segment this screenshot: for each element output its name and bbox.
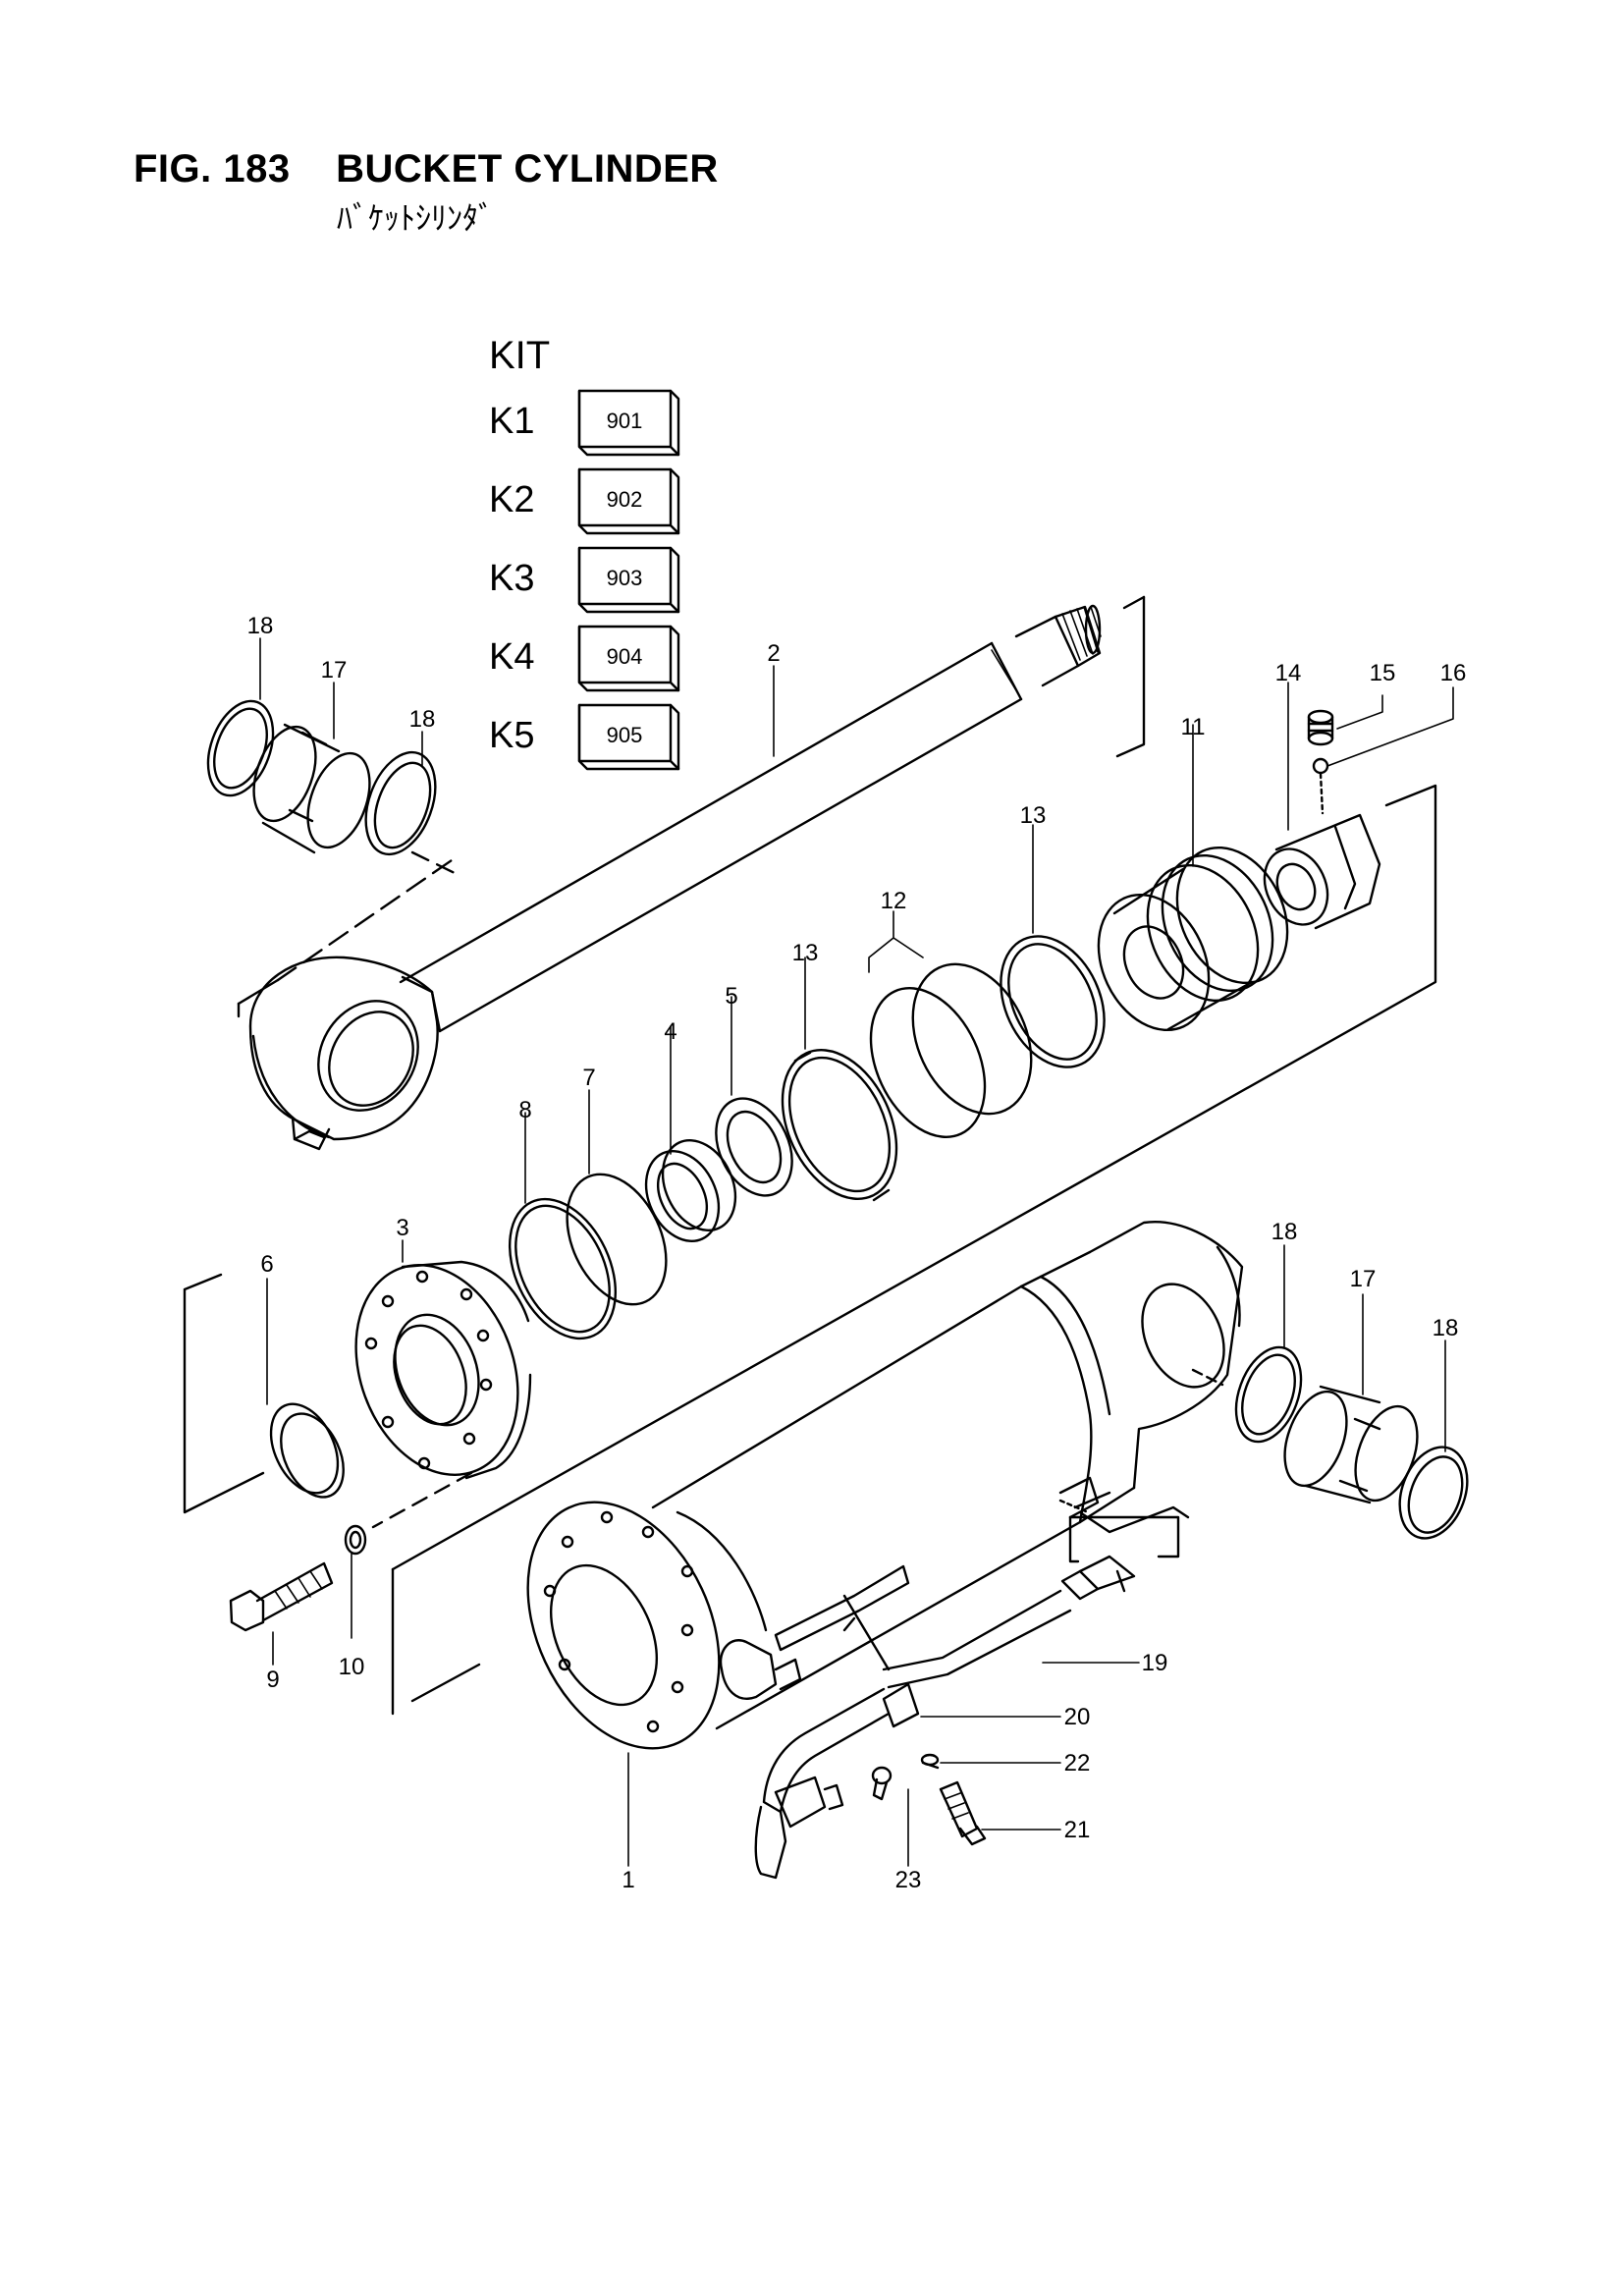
kit-row-k4: K4 904 [489, 625, 680, 692]
part-21-bolt [939, 1780, 987, 1846]
kit-code: 904 [607, 644, 643, 669]
kit-code: 901 [607, 409, 643, 433]
part-22-washer [920, 1753, 940, 1770]
callout-14: 14 [1275, 660, 1302, 686]
figure-subtitle: ﾊﾞｹｯﾄｼﾘﾝﾀﾞ [337, 199, 495, 237]
callout-17: 17 [1350, 1266, 1377, 1292]
callout-4: 4 [664, 1018, 676, 1045]
kit-label: K1 [489, 401, 534, 442]
callout-8: 8 [518, 1097, 531, 1123]
part-13-ring-right [1000, 935, 1106, 1068]
callout-17: 17 [321, 657, 348, 683]
part-3-rod-cover [354, 1260, 532, 1529]
callout-18: 18 [409, 706, 436, 733]
kit-label: K4 [489, 636, 534, 678]
kit-label: K3 [489, 558, 534, 599]
callout-13: 13 [1020, 802, 1047, 829]
part-1-hose [754, 1564, 910, 1880]
part-14-nut [1263, 813, 1381, 930]
kit-legend: KIT K1 901 K2 902 K3 903 K4 904 K5 905 [489, 334, 680, 771]
part-2-piston-rod [237, 595, 1146, 1151]
callout-22: 22 [1064, 1750, 1091, 1777]
part-5-seal [715, 1097, 793, 1197]
callout-6: 6 [260, 1251, 273, 1278]
callout-numbers: 18 17 18 2 11 14 15 16 13 12 13 5 4 7 8 … [247, 613, 1467, 1893]
callout-7: 7 [582, 1065, 595, 1091]
kit-label: K2 [489, 479, 534, 520]
kit-code: 902 [607, 487, 643, 512]
kit-row-k2: K2 902 [489, 467, 680, 535]
bracket-right [391, 784, 1437, 1571]
callout-leaders [259, 637, 1454, 1867]
callout-1: 1 [622, 1867, 634, 1893]
callout-23: 23 [895, 1867, 922, 1893]
kit-row-k1: K1 901 [489, 389, 680, 457]
callout-13: 13 [792, 940, 819, 966]
part-4-bushing [644, 1138, 737, 1243]
callout-19: 19 [1142, 1650, 1168, 1676]
part-6-dust-seal [183, 1273, 345, 1514]
bracket-bottom [391, 1567, 481, 1716]
callout-3: 3 [396, 1215, 408, 1241]
bushing-set-upper [206, 699, 459, 876]
callout-21: 21 [1064, 1817, 1091, 1843]
kit-row-k5: K5 905 [489, 703, 680, 771]
kit-code: 905 [607, 723, 643, 747]
callout-18: 18 [1433, 1315, 1459, 1341]
kit-heading: KIT [489, 334, 550, 377]
kit-label: K5 [489, 715, 534, 756]
bushing-set-lower [1191, 1345, 1469, 1540]
part-19-pipe [882, 1515, 1180, 1689]
part-20-clamp [842, 1594, 920, 1728]
part-9-bolt [229, 1561, 334, 1632]
callout-18: 18 [1271, 1219, 1298, 1245]
callout-5: 5 [725, 983, 737, 1010]
part-23-screw [871, 1766, 893, 1801]
callout-2: 2 [767, 640, 780, 667]
callout-18: 18 [247, 613, 274, 639]
callout-15: 15 [1370, 660, 1396, 686]
callout-20: 20 [1064, 1704, 1091, 1730]
callout-16: 16 [1440, 660, 1467, 686]
figure-header: FIG. 183 BUCKET CYLINDER ﾊﾞｹｯﾄｼﾘﾝﾀﾞ [134, 147, 719, 239]
kit-row-k3: K3 903 [489, 546, 680, 614]
kit-code: 903 [607, 566, 643, 590]
part-16-ball [1312, 757, 1329, 815]
part-8-oring [508, 1197, 618, 1340]
callout-11: 11 [1181, 714, 1206, 740]
part-10-washer [344, 1524, 367, 1556]
callout-9: 9 [266, 1667, 279, 1693]
callout-10: 10 [339, 1654, 365, 1680]
part-15-set-screw [1307, 709, 1334, 746]
part-12-seal-set [869, 962, 1033, 1138]
figure-title: FIG. 183 BUCKET CYLINDER [134, 147, 719, 191]
part-7-wiper [566, 1173, 668, 1306]
callout-12: 12 [881, 888, 907, 914]
part-13-ring-left [781, 1049, 898, 1202]
part-1-cylinder-tube [526, 1221, 1244, 1750]
